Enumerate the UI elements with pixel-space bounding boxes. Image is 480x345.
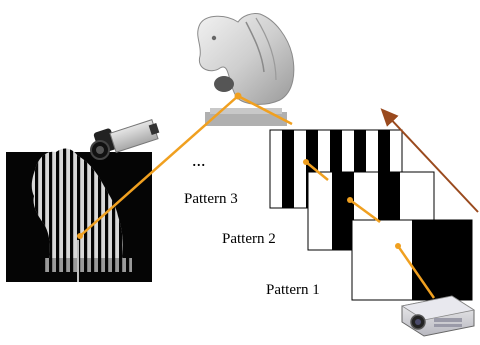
pattern-label: Pattern 2 — [222, 231, 276, 247]
stripe — [42, 258, 46, 272]
ray-endpoints — [77, 92, 401, 249]
stripe — [63, 258, 67, 272]
stripe — [112, 148, 116, 268]
pattern-1 — [351, 219, 473, 301]
stripe — [105, 148, 109, 268]
stripe — [56, 148, 60, 268]
captured-image — [6, 148, 152, 282]
stripe — [112, 258, 116, 272]
camera-icon — [90, 119, 160, 160]
stripe — [84, 148, 88, 268]
stripe — [49, 258, 53, 272]
pattern-label: Pattern 3 — [184, 191, 238, 207]
stripe — [119, 258, 123, 272]
stripe — [70, 258, 74, 272]
stripe — [35, 148, 39, 268]
sequence-arrow — [380, 108, 479, 213]
stripe — [63, 148, 67, 268]
stripe — [126, 258, 130, 272]
stripe — [84, 258, 88, 272]
pattern-label: Pattern 1 — [266, 282, 320, 298]
projector-icon — [400, 295, 476, 337]
stripe — [49, 148, 53, 268]
stripe — [77, 148, 81, 268]
stripe — [91, 258, 95, 272]
stripe — [98, 148, 102, 268]
stripe — [98, 258, 102, 272]
chess-knight-icon — [197, 13, 295, 126]
stripe — [91, 148, 95, 268]
ellipsis-text: ... — [192, 150, 206, 170]
stripe — [42, 148, 46, 268]
stripe — [70, 148, 74, 268]
stripe — [56, 258, 60, 272]
stripe — [105, 258, 109, 272]
light-rays — [79, 94, 436, 299]
